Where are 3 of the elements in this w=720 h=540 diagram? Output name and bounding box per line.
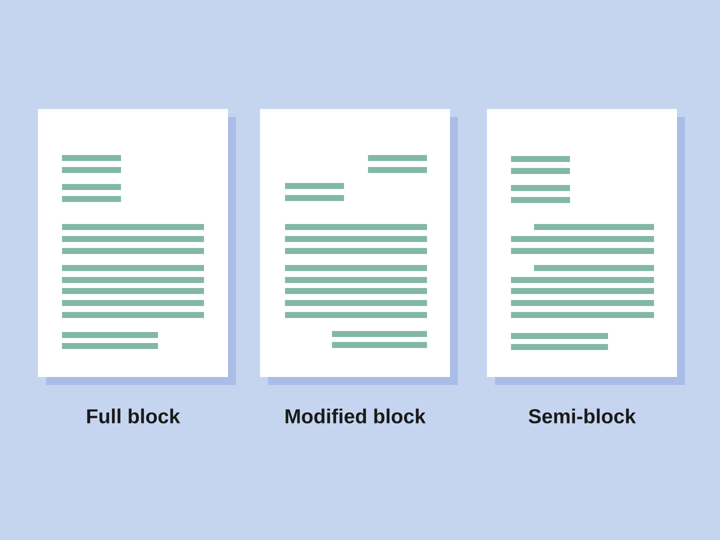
page-label: Modified block [286,408,426,424]
page-label: Full block [87,408,180,424]
page-label: Semi-block [528,408,636,424]
